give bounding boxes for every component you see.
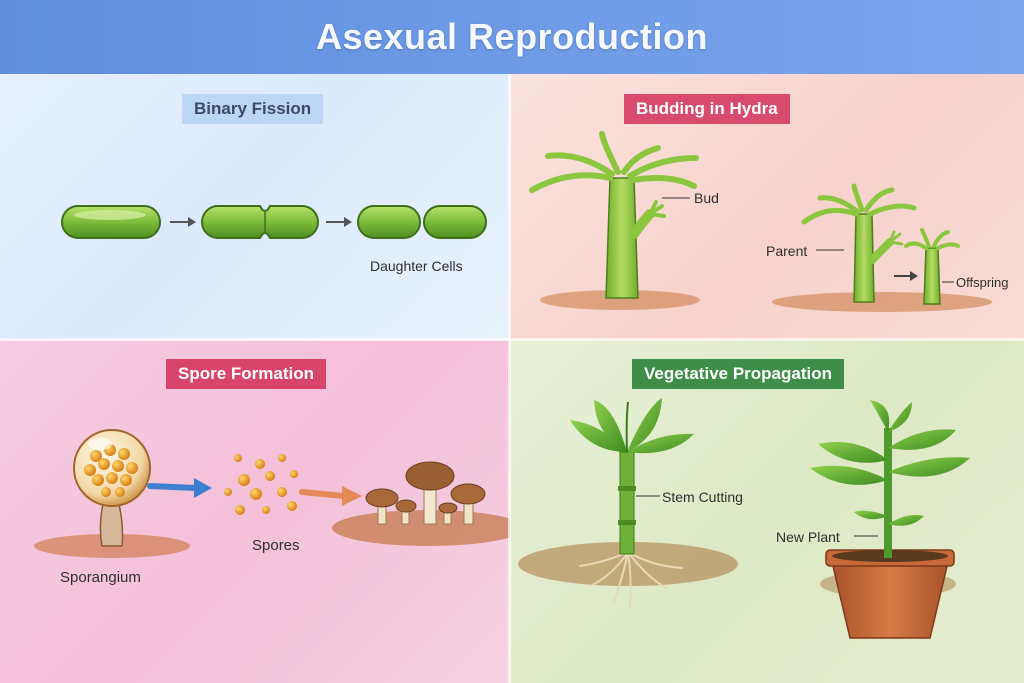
- sporangium: [73, 429, 151, 547]
- hydra-large: [529, 131, 699, 299]
- label-sporangium: Sporangium: [60, 569, 141, 586]
- budding-arrow: [894, 271, 918, 281]
- pot: [820, 549, 956, 639]
- blue-arrow: [147, 478, 212, 498]
- soil-cutting: [518, 542, 738, 586]
- heading-spore-formation: Spore Formation: [166, 359, 327, 389]
- hydra-offspring: [904, 228, 960, 305]
- arrow-1: [170, 217, 196, 227]
- heading-vegetative: Vegetative Propagation: [632, 359, 844, 389]
- label-stem-cutting: Stem Cutting: [662, 489, 743, 505]
- divider-horizontal: [0, 338, 1024, 341]
- daughter-cell-1: [357, 205, 421, 239]
- new-plant: [810, 400, 970, 558]
- cell-dividing: [201, 205, 319, 239]
- label-offspring: Offspring: [956, 275, 1009, 290]
- hydra-parent: [801, 183, 917, 303]
- spore-formation-illustration: [34, 429, 510, 558]
- binary-fission-illustration: [61, 205, 487, 239]
- daughter-cell-2: [423, 205, 487, 239]
- soil-2: [772, 292, 992, 312]
- panel-binary-fission: Binary Fission: [0, 74, 510, 340]
- stem-cutting: [570, 398, 694, 555]
- budding-illustration: [529, 131, 992, 312]
- cell-single: [61, 205, 161, 239]
- mushrooms: [365, 461, 486, 525]
- soil-1: [540, 290, 700, 310]
- panel-vegetative: Vegetative Propagation: [510, 340, 1024, 683]
- vegetative-illustration: [518, 398, 970, 639]
- label-daughter-cells: Daughter Cells: [370, 258, 463, 274]
- label-bud: Bud: [694, 190, 719, 206]
- panel-budding: Budding in Hydra: [510, 74, 1024, 340]
- spores-cloud: [224, 454, 298, 515]
- divider-vertical: [508, 74, 511, 683]
- heading-budding: Budding in Hydra: [624, 94, 790, 124]
- page-title: Asexual Reproduction: [315, 16, 709, 57]
- soil-mushrooms: [332, 510, 510, 546]
- heading-binary-fission: Binary Fission: [182, 94, 324, 124]
- arrow-2: [326, 217, 352, 227]
- label-parent: Parent: [766, 243, 808, 259]
- panel-spore-formation: Spore Formation: [0, 340, 510, 683]
- header-bar: Asexual Reproduction: [0, 0, 1024, 74]
- label-new-plant: New Plant: [776, 529, 840, 545]
- orange-arrow: [299, 486, 362, 506]
- label-spores: Spores: [252, 537, 300, 554]
